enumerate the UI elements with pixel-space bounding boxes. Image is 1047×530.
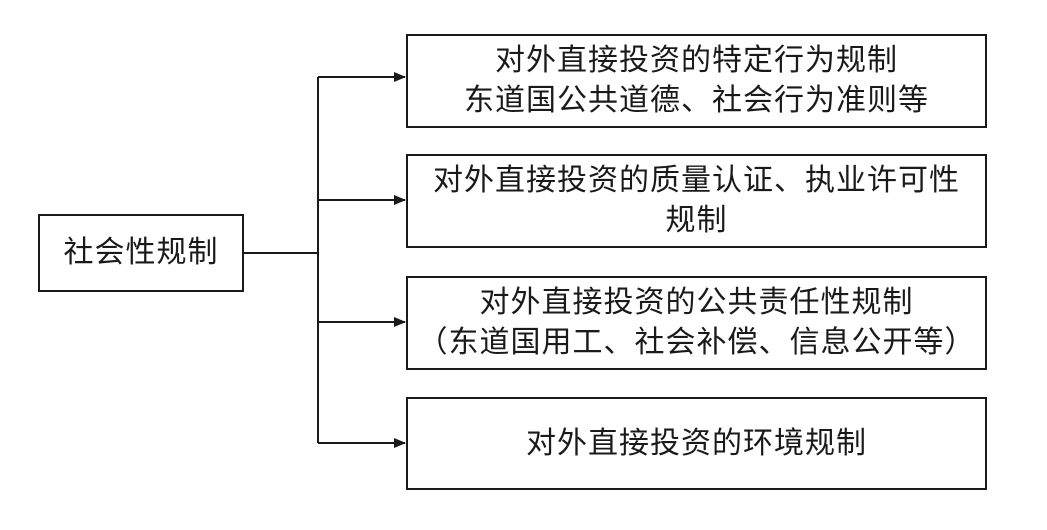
branch-node-certification-licensing: 对外直接投资的质量认证、执业许可性 规制 (406, 154, 987, 248)
branch-node-environmental: 对外直接投资的环境规制 (406, 397, 987, 490)
root-node: 社会性规制 (38, 214, 244, 292)
root-node-label: 社会性规制 (63, 235, 219, 270)
branch-node-line: 对外直接投资的质量认证、执业许可性 (433, 163, 960, 198)
branch-node-specific-conduct: 对外直接投资的特定行为规制 东道国公共道德、社会行为准则等 (406, 34, 987, 128)
branch-node-line: 对外直接投资的公共责任性规制 (479, 285, 914, 320)
branch-node-line: （东道国用工、社会补偿、信息公开等） (417, 325, 976, 360)
branch-node-line: 东道国公共道德、社会行为准则等 (464, 83, 929, 118)
branch-node-line: 对外直接投资的环境规制 (526, 425, 867, 461)
branch-node-line: 对外直接投资的特定行为规制 (495, 43, 898, 78)
branch-node-line: 规制 (665, 203, 728, 238)
branch-node-public-responsibility: 对外直接投资的公共责任性规制 （东道国用工、社会补偿、信息公开等） (406, 276, 987, 370)
